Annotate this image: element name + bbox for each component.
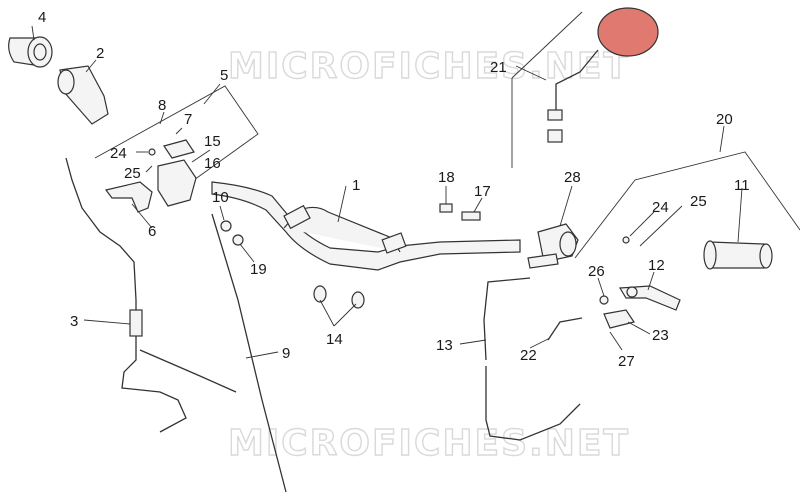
callout-5: 5 <box>220 67 228 84</box>
callout-19: 19 <box>250 261 267 278</box>
left-grip-part <box>703 240 773 270</box>
callout-25-left: 25 <box>124 165 141 182</box>
clutch-lever-part <box>618 285 681 311</box>
callout-7: 7 <box>184 111 192 128</box>
callout-17: 17 <box>474 183 491 200</box>
callout-9: 9 <box>282 345 290 362</box>
callout-23: 23 <box>652 327 669 344</box>
callout-22: 22 <box>520 347 537 364</box>
callout-13: 13 <box>436 337 453 354</box>
callout-26: 26 <box>588 263 605 280</box>
callout-20: 20 <box>716 111 733 128</box>
callout-labels: 1 2 3 4 5 6 7 8 9 10 11 12 13 14 15 16 1… <box>38 9 750 370</box>
small-parts <box>148 148 630 309</box>
callout-11: 11 <box>734 177 750 194</box>
callout-3: 3 <box>70 313 78 330</box>
throttle-housing-part <box>57 65 109 125</box>
control-switch-part <box>527 223 579 269</box>
callout-21: 21 <box>490 59 507 76</box>
callout-1: 1 <box>352 177 360 194</box>
callout-10: 10 <box>212 189 229 206</box>
callout-28: 28 <box>564 169 581 186</box>
callout-24-left: 24 <box>110 145 127 162</box>
cable-9 <box>211 213 287 493</box>
callout-14: 14 <box>326 331 343 348</box>
mirror-part <box>547 7 659 143</box>
brake-lever-part <box>104 139 197 213</box>
callout-4: 4 <box>38 9 46 26</box>
callout-2: 2 <box>96 45 104 62</box>
callout-15: 15 <box>204 133 221 150</box>
leader-lines <box>31 25 743 359</box>
callout-27: 27 <box>618 353 635 370</box>
group-outline-5 <box>94 85 259 191</box>
callout-18: 18 <box>438 169 455 186</box>
watermark-bottom: MICROFICHES.NET <box>228 423 630 464</box>
callout-16: 16 <box>204 155 221 172</box>
watermark-top: MICROFICHES.NET <box>228 46 630 87</box>
callout-24-right: 24 <box>652 199 669 216</box>
callout-25-right: 25 <box>690 193 707 210</box>
cable-22 <box>547 317 583 341</box>
callout-8: 8 <box>158 97 166 114</box>
cable-3 <box>65 157 237 433</box>
callout-6: 6 <box>148 223 156 240</box>
switch-block-part <box>603 309 635 329</box>
group-outline-20 <box>574 151 800 259</box>
callout-12: 12 <box>648 257 665 274</box>
group-outline-21 <box>511 11 583 168</box>
throttle-grip-part <box>8 36 53 68</box>
handlebar-part <box>211 181 521 271</box>
